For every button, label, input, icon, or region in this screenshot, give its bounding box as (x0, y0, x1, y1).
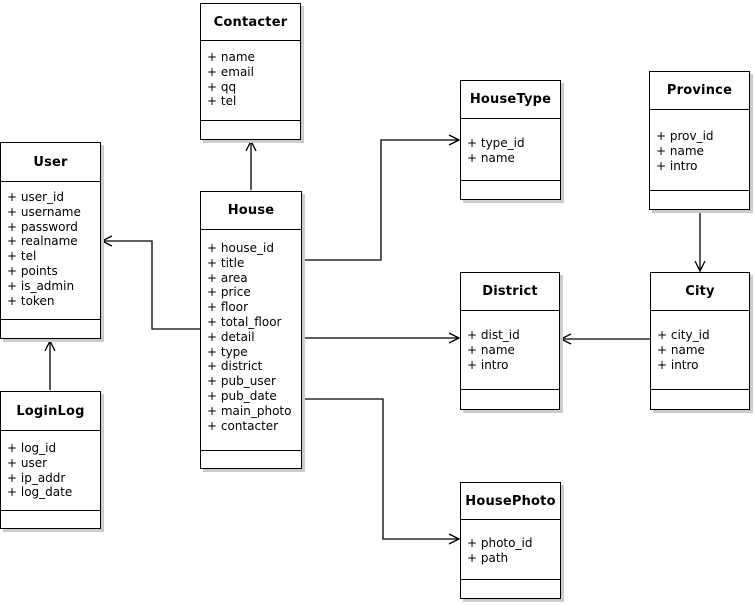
connector-house-to-housephoto[interactable] (301, 398, 461, 545)
class-attribute: + user (7, 455, 48, 470)
class-methods-compartment (651, 390, 749, 409)
class-attribute: + contacter (207, 418, 279, 433)
class-methods-compartment (201, 121, 300, 139)
class-methods-compartment (650, 191, 749, 209)
class-attribute: + floor (207, 300, 249, 315)
class-attributes-compartment: + photo_id+ path (461, 520, 560, 580)
class-attribute: + is_admin (7, 278, 75, 293)
class-attribute: + name (657, 342, 705, 357)
class-title: LoginLog (1, 392, 100, 431)
class-attribute: + username (7, 204, 81, 219)
class-attribute: + tel (7, 249, 37, 264)
class-attribute: + title (207, 255, 245, 270)
class-attribute: + name (467, 342, 515, 357)
class-methods-compartment (1, 511, 100, 528)
class-box-user[interactable]: User+ user_id+ username+ password+ realn… (0, 142, 101, 339)
class-box-city[interactable]: City+ city_id+ name+ intro (650, 272, 750, 410)
class-attribute: + type_id (467, 136, 525, 150)
class-methods-compartment (461, 181, 560, 199)
class-attribute: + name (656, 143, 704, 158)
class-attribute: + dist_id (467, 328, 520, 342)
class-title: HousePhoto (461, 483, 560, 520)
class-box-housetype[interactable]: HouseType+ type_id+ name (460, 80, 561, 200)
class-attribute: + district (207, 359, 263, 374)
class-methods-compartment (201, 451, 301, 468)
class-attribute: + pub_user (207, 374, 276, 389)
class-attribute: + intro (656, 158, 698, 173)
class-methods-compartment (461, 390, 559, 409)
class-attributes-compartment: + dist_id+ name+ intro (461, 311, 559, 390)
class-attribute: + intro (467, 357, 509, 372)
class-attribute: + points (7, 263, 58, 278)
class-attributes-compartment: + type_id+ name (461, 119, 560, 181)
class-attribute: + tel (207, 94, 237, 109)
class-attributes-compartment: + house_id+ title+ area+ price+ floor+ t… (201, 230, 301, 451)
class-attributes-compartment: + name+ email+ qq+ tel (201, 41, 300, 121)
class-box-contacter[interactable]: Contacter+ name+ email+ qq+ tel (200, 3, 301, 140)
class-attribute: + token (7, 293, 55, 308)
class-title: Contacter (201, 4, 300, 41)
class-attributes-compartment: + user_id+ username+ password+ realname+… (1, 182, 100, 320)
class-attribute: + log_date (7, 485, 73, 500)
class-attribute: + price (207, 285, 251, 300)
class-attribute: + total_floor (207, 314, 282, 329)
class-attribute: + pub_date (207, 388, 277, 403)
class-box-loginlog[interactable]: LoginLog+ log_id+ user+ ip_addr+ log_dat… (0, 391, 101, 529)
class-box-house[interactable]: House+ house_id+ title+ area+ price+ flo… (200, 191, 302, 469)
class-title: City (651, 273, 749, 311)
class-attributes-compartment: + city_id+ name+ intro (651, 311, 749, 390)
class-attributes-compartment: + prov_id+ name+ intro (650, 110, 749, 191)
class-title: HouseType (461, 81, 560, 119)
connector-house-to-housetype[interactable] (301, 134, 461, 261)
class-box-housephoto[interactable]: HousePhoto+ photo_id+ path (460, 482, 561, 599)
class-title: User (1, 143, 100, 182)
class-box-district[interactable]: District+ dist_id+ name+ intro (460, 272, 560, 410)
connector-house-to-user[interactable] (100, 235, 200, 330)
class-attribute: + house_id (207, 241, 275, 255)
class-attribute: + city_id (657, 328, 710, 342)
class-attribute: + realname (7, 234, 78, 249)
class-title: House (201, 192, 301, 230)
class-attribute: + email (207, 64, 254, 79)
class-attribute: + user_id (7, 190, 64, 204)
class-attribute: + intro (657, 357, 699, 372)
class-attribute: + prov_id (656, 129, 714, 143)
class-title: District (461, 273, 559, 311)
class-title: Province (650, 72, 749, 110)
class-attribute: + path (467, 550, 509, 565)
class-methods-compartment (461, 580, 560, 598)
class-attribute: + type (207, 344, 248, 359)
class-attribute: + ip_addr (7, 470, 66, 485)
class-attribute: + qq (207, 79, 237, 94)
class-attribute: + password (7, 219, 78, 234)
class-attribute: + area (207, 270, 248, 285)
class-methods-compartment (1, 320, 100, 338)
class-attribute: + detail (207, 329, 255, 344)
class-attribute: + photo_id (467, 536, 533, 550)
class-attributes-compartment: + log_id+ user+ ip_addr+ log_date (1, 431, 100, 511)
class-attribute: + main_photo (207, 403, 292, 418)
class-attribute: + log_id (7, 441, 57, 455)
class-attribute: + name (207, 50, 255, 64)
class-attribute: + name (467, 150, 515, 165)
class-box-province[interactable]: Province+ prov_id+ name+ intro (649, 71, 750, 210)
